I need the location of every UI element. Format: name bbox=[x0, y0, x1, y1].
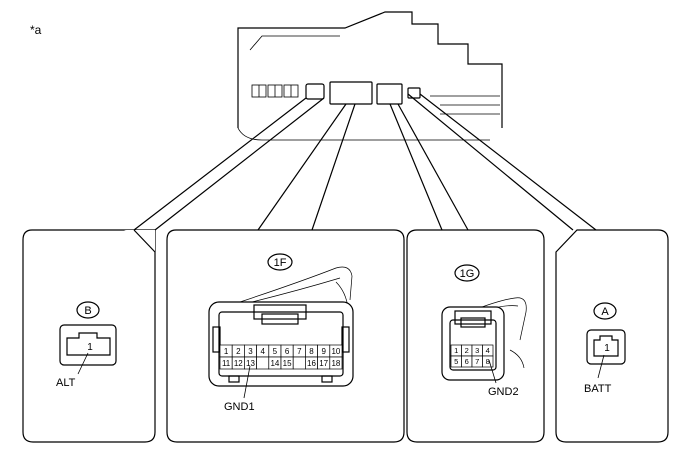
pin-3: 3 bbox=[248, 347, 253, 356]
terminal-name: ALT bbox=[56, 377, 76, 389]
pin-1: 1 bbox=[454, 346, 458, 355]
terminal-name: GND2 bbox=[488, 386, 519, 398]
pin-cell bbox=[329, 356, 343, 370]
pin-17: 17 bbox=[319, 359, 328, 368]
pin-5: 5 bbox=[454, 357, 458, 366]
pin-cell-empty bbox=[292, 356, 306, 370]
pin-4: 4 bbox=[486, 346, 490, 355]
body-connector-1f bbox=[329, 81, 373, 105]
pin-7: 7 bbox=[475, 357, 479, 366]
pin-10: 10 bbox=[331, 347, 340, 356]
pin-cell-empty bbox=[256, 356, 270, 370]
connector-code-badge bbox=[76, 301, 100, 319]
terminal-name: GND1 bbox=[224, 401, 255, 413]
body-connector-b bbox=[305, 83, 325, 100]
component-body bbox=[237, 11, 503, 141]
body-connector-a bbox=[407, 87, 421, 99]
pin-8: 8 bbox=[309, 347, 314, 356]
connector-code: B bbox=[84, 305, 91, 317]
pin-5: 5 bbox=[273, 347, 278, 356]
connector-code: A bbox=[601, 306, 609, 318]
pin-14: 14 bbox=[270, 359, 279, 368]
pin-15: 15 bbox=[283, 359, 292, 368]
pin-11: 11 bbox=[222, 359, 231, 368]
pin-18: 18 bbox=[331, 359, 340, 368]
pin-cell bbox=[482, 355, 494, 368]
body-connector-1g bbox=[376, 83, 403, 105]
pin-12: 12 bbox=[234, 359, 243, 368]
leader-lines bbox=[133, 93, 597, 231]
pin-8: 8 bbox=[486, 357, 490, 366]
panel-a: A 1 BATT bbox=[555, 229, 669, 443]
panel-b: B 1 ALT bbox=[22, 229, 156, 443]
view-label: *a bbox=[30, 23, 42, 37]
pin-4: 4 bbox=[260, 347, 265, 356]
pin-6: 6 bbox=[465, 357, 469, 366]
pin-3: 3 bbox=[475, 346, 479, 355]
connector-code: 1G bbox=[460, 268, 475, 280]
connector-housing bbox=[208, 301, 354, 387]
connector-code-badge bbox=[593, 302, 617, 320]
pin-2: 2 bbox=[465, 346, 469, 355]
pin-2: 2 bbox=[236, 347, 241, 356]
connector-code: 1F bbox=[274, 257, 287, 269]
pin-6: 6 bbox=[285, 347, 290, 356]
pin-1: 1 bbox=[87, 342, 93, 353]
pin-1: 1 bbox=[604, 343, 610, 354]
pin-7: 7 bbox=[297, 347, 302, 356]
pin-13: 13 bbox=[246, 359, 255, 368]
pin-16: 16 bbox=[307, 359, 316, 368]
connector-code-badge bbox=[454, 264, 480, 282]
terminal-name: BATT bbox=[584, 383, 612, 395]
pin-1: 1 bbox=[224, 347, 229, 356]
connector-code-badge bbox=[267, 253, 293, 271]
pin-9: 9 bbox=[321, 347, 326, 356]
